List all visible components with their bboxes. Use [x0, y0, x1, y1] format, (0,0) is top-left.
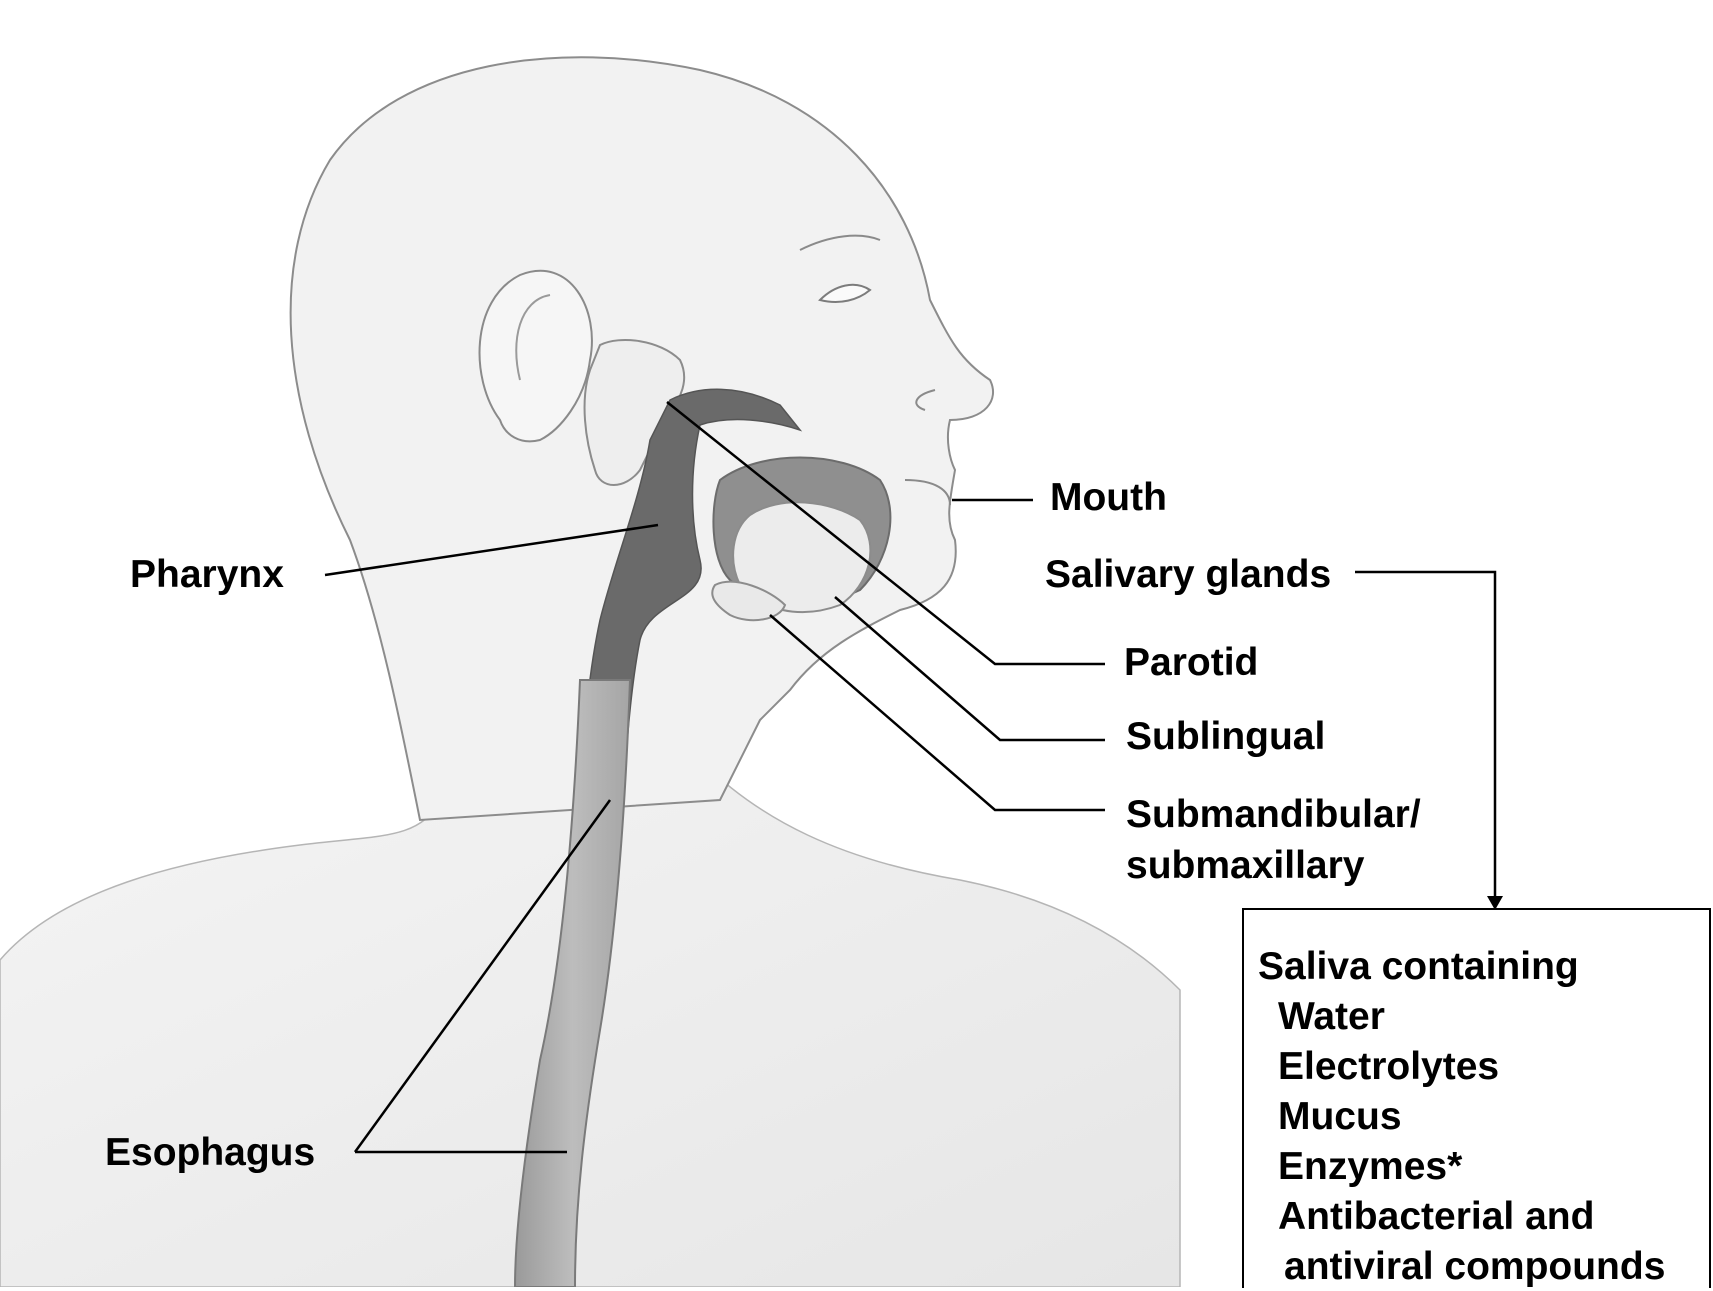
label-pharynx: Pharynx	[130, 552, 284, 599]
label-submandibular: Submandibular/	[1126, 792, 1421, 839]
saliva-item: Electrolytes	[1278, 1044, 1499, 1091]
saliva-item: antiviral compounds	[1284, 1244, 1665, 1291]
saliva-box-title: Saliva containing	[1258, 944, 1579, 991]
label-submaxillary: submaxillary	[1126, 843, 1364, 890]
saliva-item: Enzymes*	[1278, 1144, 1462, 1191]
saliva-item: Water	[1278, 994, 1385, 1041]
saliva-item: Antibacterial and	[1278, 1194, 1594, 1241]
saliva-item: Mucus	[1278, 1094, 1402, 1141]
label-esophagus: Esophagus	[105, 1130, 315, 1177]
label-salivary-glands: Salivary glands	[1045, 552, 1331, 599]
label-parotid: Parotid	[1124, 640, 1258, 687]
label-sublingual: Sublingual	[1126, 714, 1325, 761]
label-mouth: Mouth	[1050, 475, 1167, 522]
saliva-box: Saliva containing Water Electrolytes Muc…	[1242, 908, 1711, 1288]
